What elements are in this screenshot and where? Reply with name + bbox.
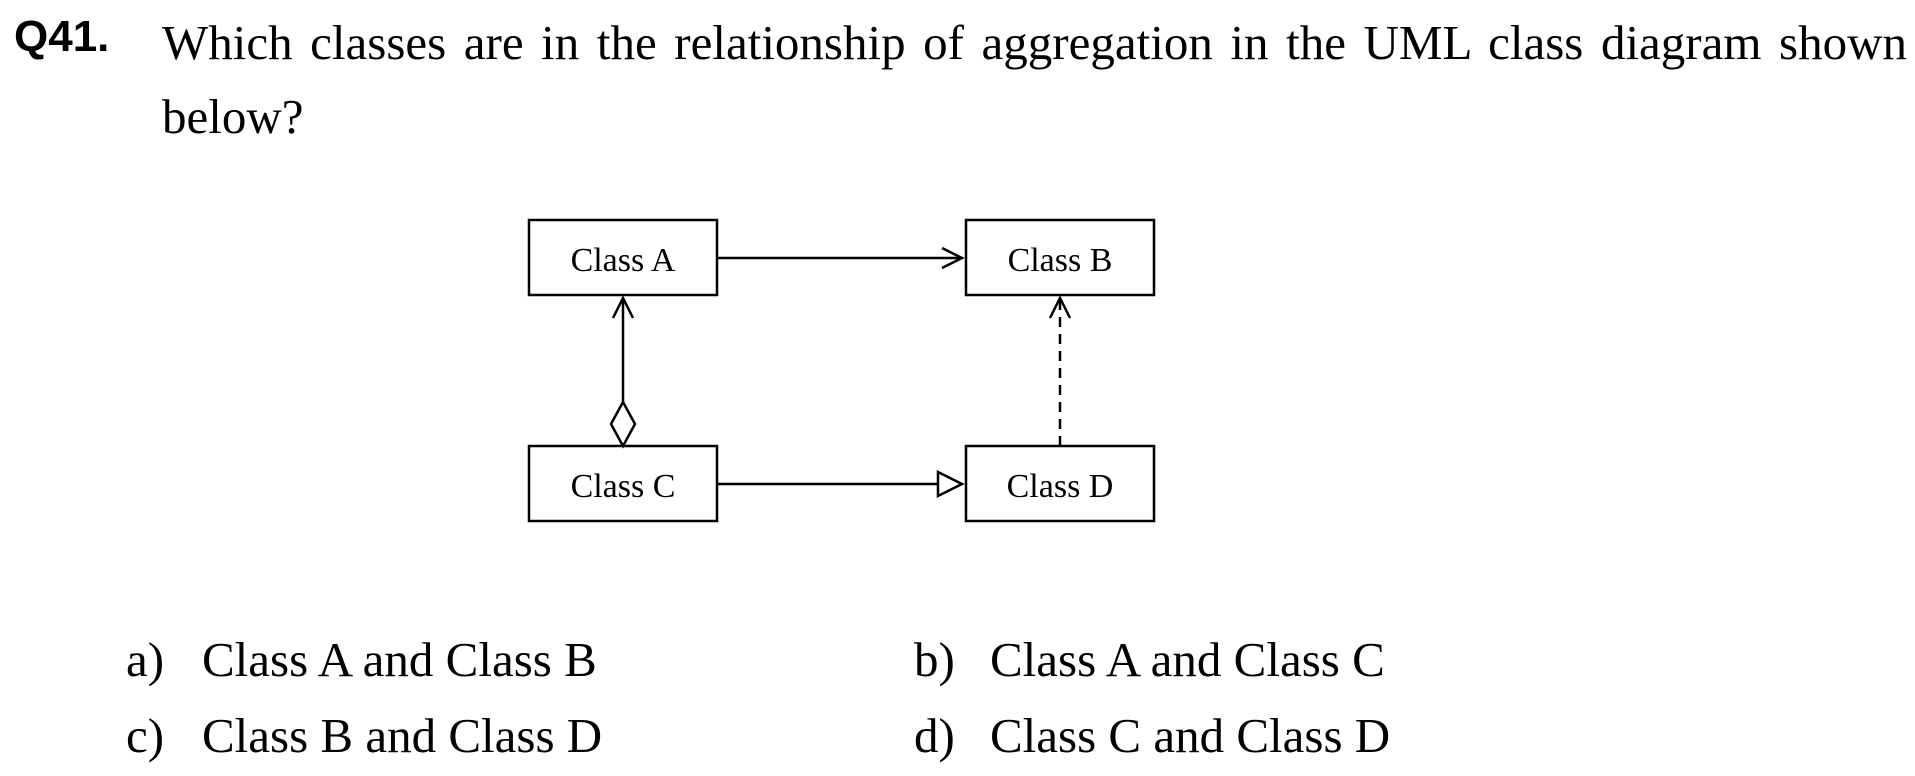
- class-a-label: Class A: [571, 242, 676, 279]
- option-d-letter: d): [914, 708, 955, 763]
- class-c-box: [527, 444, 719, 523]
- class-d-box: [964, 444, 1156, 523]
- option-a-text: Class A and Class B: [202, 632, 597, 687]
- option-c-text: Class B and Class D: [202, 708, 603, 763]
- class-c-label: Class C: [571, 468, 676, 505]
- class-d-label: Class D: [1007, 468, 1114, 505]
- class-a-box: [527, 218, 719, 297]
- option-b[interactable]: b) Class A and Class C: [914, 630, 1385, 690]
- option-b-text: Class A and Class C: [990, 632, 1385, 687]
- dependency-d-to-b: [1048, 295, 1072, 446]
- aggregation-c-to-a: [609, 295, 637, 449]
- generalization-c-to-d: [716, 469, 965, 499]
- option-d-text: Class C and Class D: [990, 708, 1391, 763]
- option-d[interactable]: d) Class C and Class D: [914, 706, 1390, 766]
- class-b-label: Class B: [1008, 242, 1113, 279]
- option-a[interactable]: a) Class A and Class B: [126, 630, 597, 690]
- option-a-letter: a): [126, 632, 165, 687]
- question-number: Q41.: [14, 12, 110, 61]
- uml-class-diagram: Class A Class B Class C Class D: [527, 218, 1156, 523]
- association-a-to-b: [716, 246, 965, 270]
- option-c-letter: c): [126, 708, 165, 763]
- option-b-letter: b): [914, 632, 955, 687]
- option-c[interactable]: c) Class B and Class D: [126, 706, 602, 766]
- class-b-box: [964, 218, 1156, 297]
- question-text: Which classes are in the relationship of…: [162, 15, 1907, 144]
